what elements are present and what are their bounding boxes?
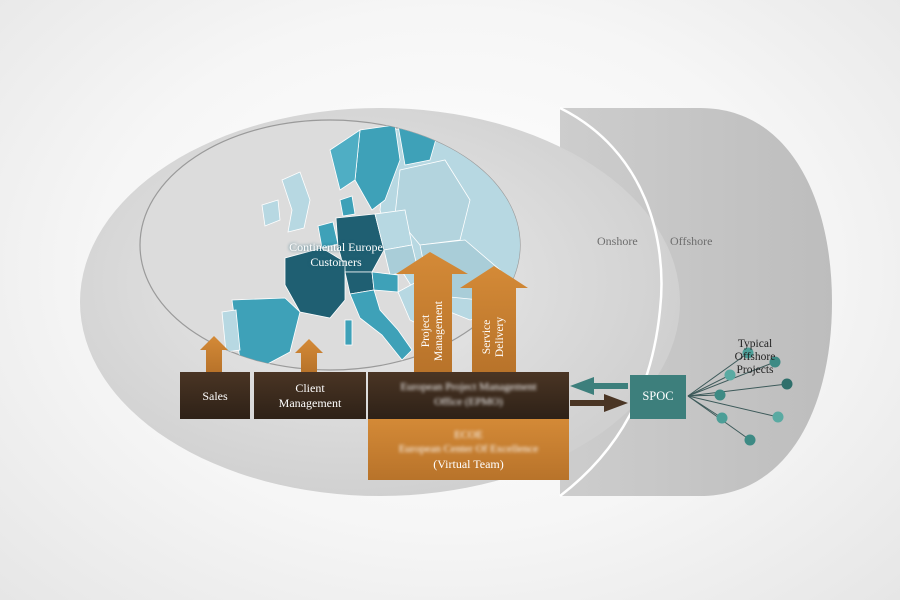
spoc-label: SPOC — [642, 389, 674, 403]
sales-arrow — [200, 336, 228, 372]
sales-box — [180, 372, 250, 419]
onshore-label: Onshore — [597, 234, 638, 248]
ecoe-box — [368, 418, 569, 480]
spoc-box — [630, 375, 686, 419]
map-title: Continental Europe Customers — [289, 240, 383, 269]
offshore-projects-label: Typical Offshore Projects — [734, 338, 776, 376]
spoc-to-epmo-arrow — [570, 377, 628, 395]
client-management-arrow — [295, 339, 323, 372]
offshore-nodes — [714, 347, 793, 446]
epmo-label: European Project Management Office (EPMO… — [400, 381, 537, 408]
epmo-box — [368, 372, 569, 419]
service-delivery-arrow — [460, 266, 528, 372]
offshore-label: Offshore — [670, 234, 713, 248]
virtual-team-label: (Virtual Team) — [433, 457, 504, 471]
ecoe-code-label: ECOE — [454, 429, 483, 441]
epmo-to-spoc-arrow — [570, 394, 628, 412]
project-management-label: Project Management — [420, 300, 445, 362]
sales-label: Sales — [202, 389, 228, 403]
ecoe-name-label: European Center Of Excellence — [398, 443, 539, 455]
client-management-label: Client Management — [278, 381, 342, 410]
zone-divider — [559, 106, 663, 497]
service-delivery-label: Service Delivery — [481, 316, 506, 358]
client-management-box — [254, 372, 366, 419]
offshore-network — [687, 352, 788, 441]
project-management-arrow — [396, 252, 468, 372]
